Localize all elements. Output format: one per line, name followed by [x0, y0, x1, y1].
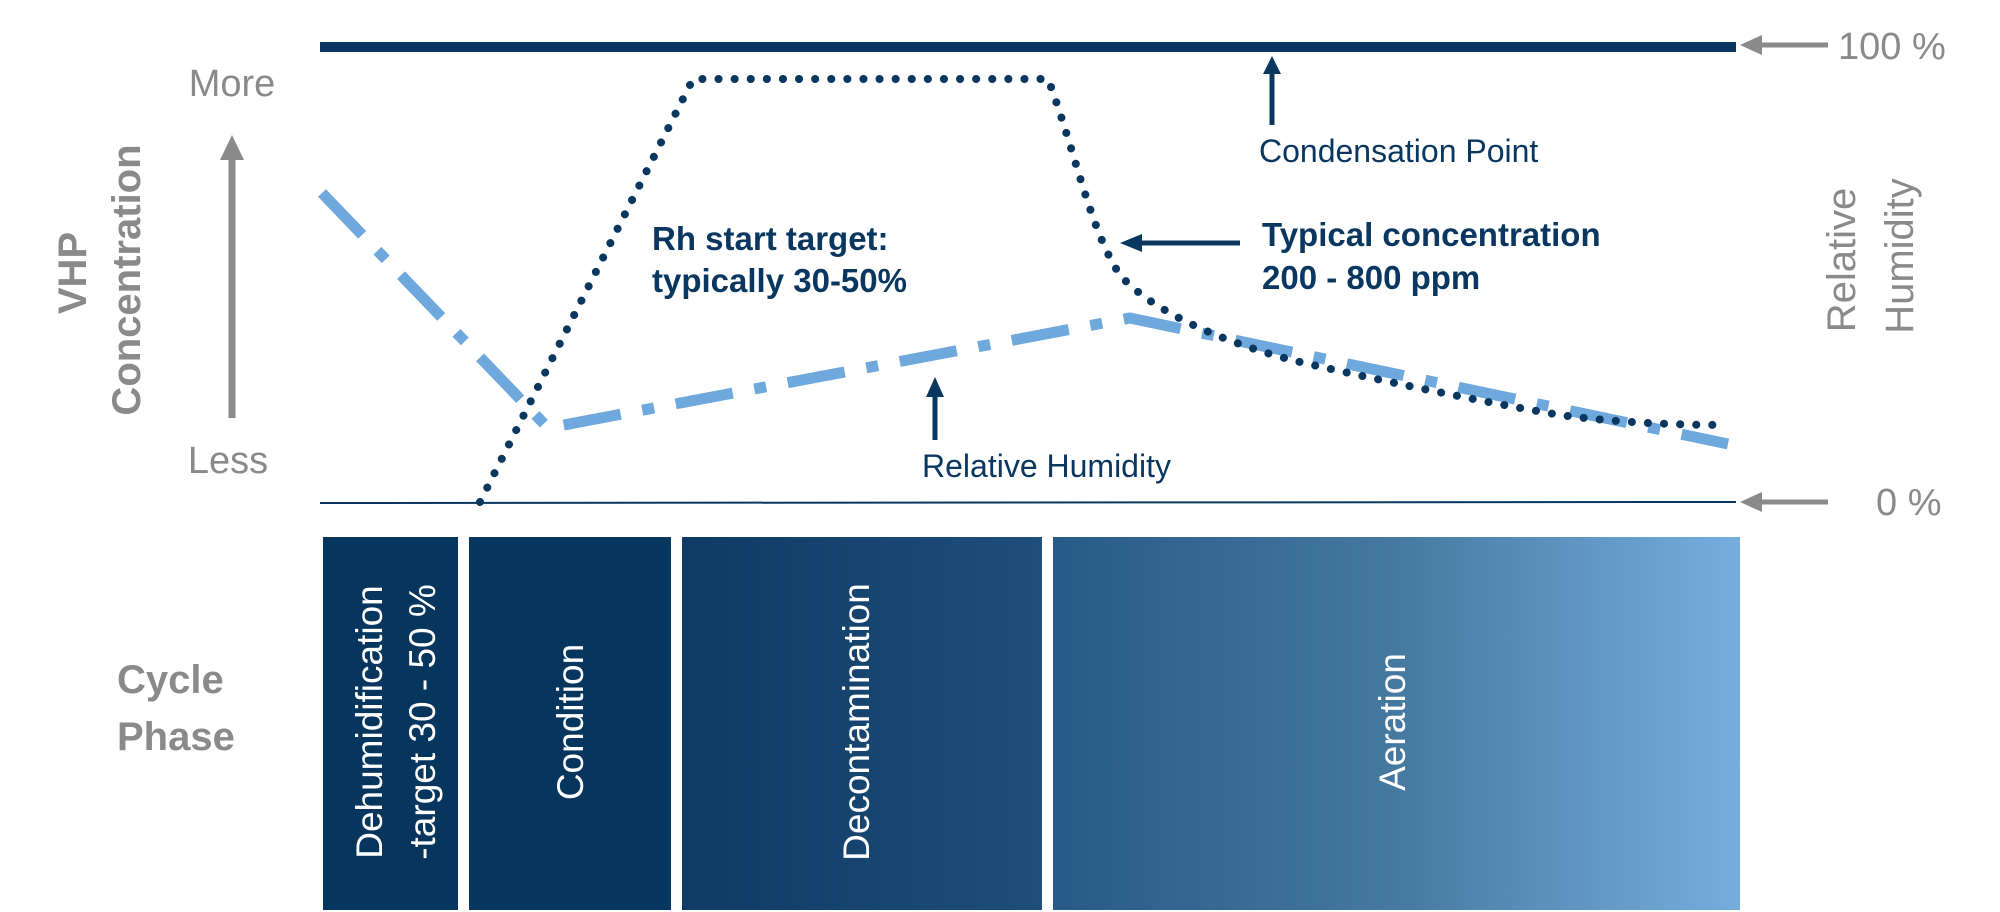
relative-humidity-curve	[318, 189, 1730, 450]
typical-concentration-arrow-icon	[1120, 234, 1240, 252]
relative-humidity-arrow-icon	[926, 377, 944, 440]
y-axis-up-arrow-icon	[220, 135, 244, 418]
baseline	[319, 501, 1737, 504]
phase-block-dehumidification	[323, 537, 458, 910]
cycle-phase-title-line2: Phase	[117, 715, 235, 759]
relative-humidity-label: Relative Humidity	[922, 448, 1171, 484]
phase-dehumidification-line2: -target 30 - 50 %	[402, 584, 443, 860]
y-axis-more-label: More	[189, 63, 276, 105]
condensation-point-label: Condensation Point	[1259, 133, 1538, 169]
phase-dehumidification-line1: Dehumidification	[349, 585, 390, 859]
arrow-0-icon	[1740, 492, 1828, 512]
phase-aeration-label: Aeration	[1372, 653, 1413, 791]
vhp-concentration-curve	[476, 75, 1732, 506]
typical-concentration-line1: Typical concentration	[1262, 216, 1601, 253]
phase-block-decontamination	[682, 537, 1042, 910]
rh-start-label-line2: typically 30-50%	[652, 262, 907, 299]
right-axis-title-line1: Relative	[1820, 188, 1864, 333]
phase-condition-label: Condition	[550, 644, 591, 800]
condensation-arrow-icon	[1263, 56, 1281, 125]
cycle-phase-title-line1: Cycle	[117, 658, 224, 702]
right-axis-100-label: 100 %	[1838, 26, 1946, 68]
right-axis-title-line2: Humidity	[1878, 178, 1922, 334]
y-axis-title-line1: VHP	[51, 232, 95, 314]
rh-start-label-line1: Rh start target:	[652, 220, 889, 257]
right-axis-0-label: 0 %	[1876, 482, 1941, 524]
typical-concentration-line2: 200 - 800 ppm	[1262, 259, 1480, 296]
phase-block-condition	[469, 537, 671, 910]
y-axis-title-line2: Concentration	[105, 144, 149, 415]
phase-block-aeration	[1053, 537, 1740, 910]
y-axis-less-label: Less	[188, 440, 268, 482]
arrow-100-icon	[1740, 35, 1828, 55]
phase-decontamination-label: Decontamination	[836, 583, 877, 861]
